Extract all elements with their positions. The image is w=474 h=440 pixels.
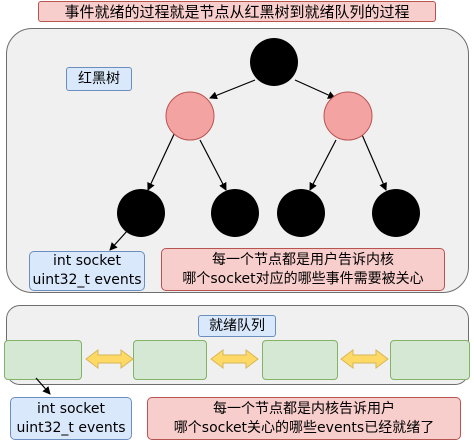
tree-desc-line2: 哪个socket对应的哪些事件需要被关心 [182, 270, 424, 287]
edge-queue-to-info [35, 377, 51, 395]
edge-leaf-to-info [109, 229, 129, 251]
edge-right-leaf3 [309, 139, 337, 191]
queue-node-description: 每一个节点都是内核告诉用户 哪个socket关心的哪些events已经就绪了 [147, 397, 461, 440]
ready-queue-label: 就绪队列 [198, 315, 276, 337]
tree-desc-line1: 每一个节点都是用户告诉内核 [212, 251, 394, 268]
queue-node-2 [133, 340, 207, 380]
tree-red-node-left [165, 91, 215, 141]
double-arrow-1 [85, 349, 134, 369]
queue-node-fields: int socket uint32_t events [10, 397, 132, 440]
edge-left-leaf1 [147, 129, 177, 191]
tree-node-fields: int socket uint32_t events [29, 251, 145, 291]
queue-field-socket: int socket [37, 400, 105, 417]
tree-leaf-node-2 [211, 189, 259, 237]
tree-root-node [250, 38, 298, 86]
edge-root-right [294, 79, 336, 99]
tree-leaf-node-3 [277, 189, 325, 237]
queue-desc-line2: 哪个socket关心的哪些events已经就绪了 [173, 419, 435, 436]
edge-root-left [209, 79, 256, 100]
double-arrow-2 [210, 349, 259, 369]
tree-leaf-node-4 [372, 189, 420, 237]
diagram-title: 事件就绪的过程就是节点从红黑树到就绪队列的过程 [38, 1, 436, 22]
tree-field-socket: int socket [53, 253, 121, 269]
tree-leaf-node-1 [117, 189, 165, 237]
tree-field-events: uint32_t events [32, 272, 142, 288]
queue-field-events: uint32_t events [16, 419, 126, 436]
edge-left-leaf2 [199, 139, 227, 191]
queue-node-3 [262, 340, 338, 380]
queue-desc-line1: 每一个节点都是内核告诉用户 [213, 400, 395, 417]
double-arrow-3 [340, 349, 389, 369]
edge-right-leaf4 [359, 129, 387, 191]
queue-node-4 [390, 340, 470, 380]
tree-node-description: 每一个节点都是用户告诉内核 哪个socket对应的哪些事件需要被关心 [161, 248, 445, 291]
queue-node-1 [4, 340, 82, 380]
tree-red-node-right [323, 91, 373, 141]
red-black-tree-label: 红黑树 [66, 67, 132, 91]
